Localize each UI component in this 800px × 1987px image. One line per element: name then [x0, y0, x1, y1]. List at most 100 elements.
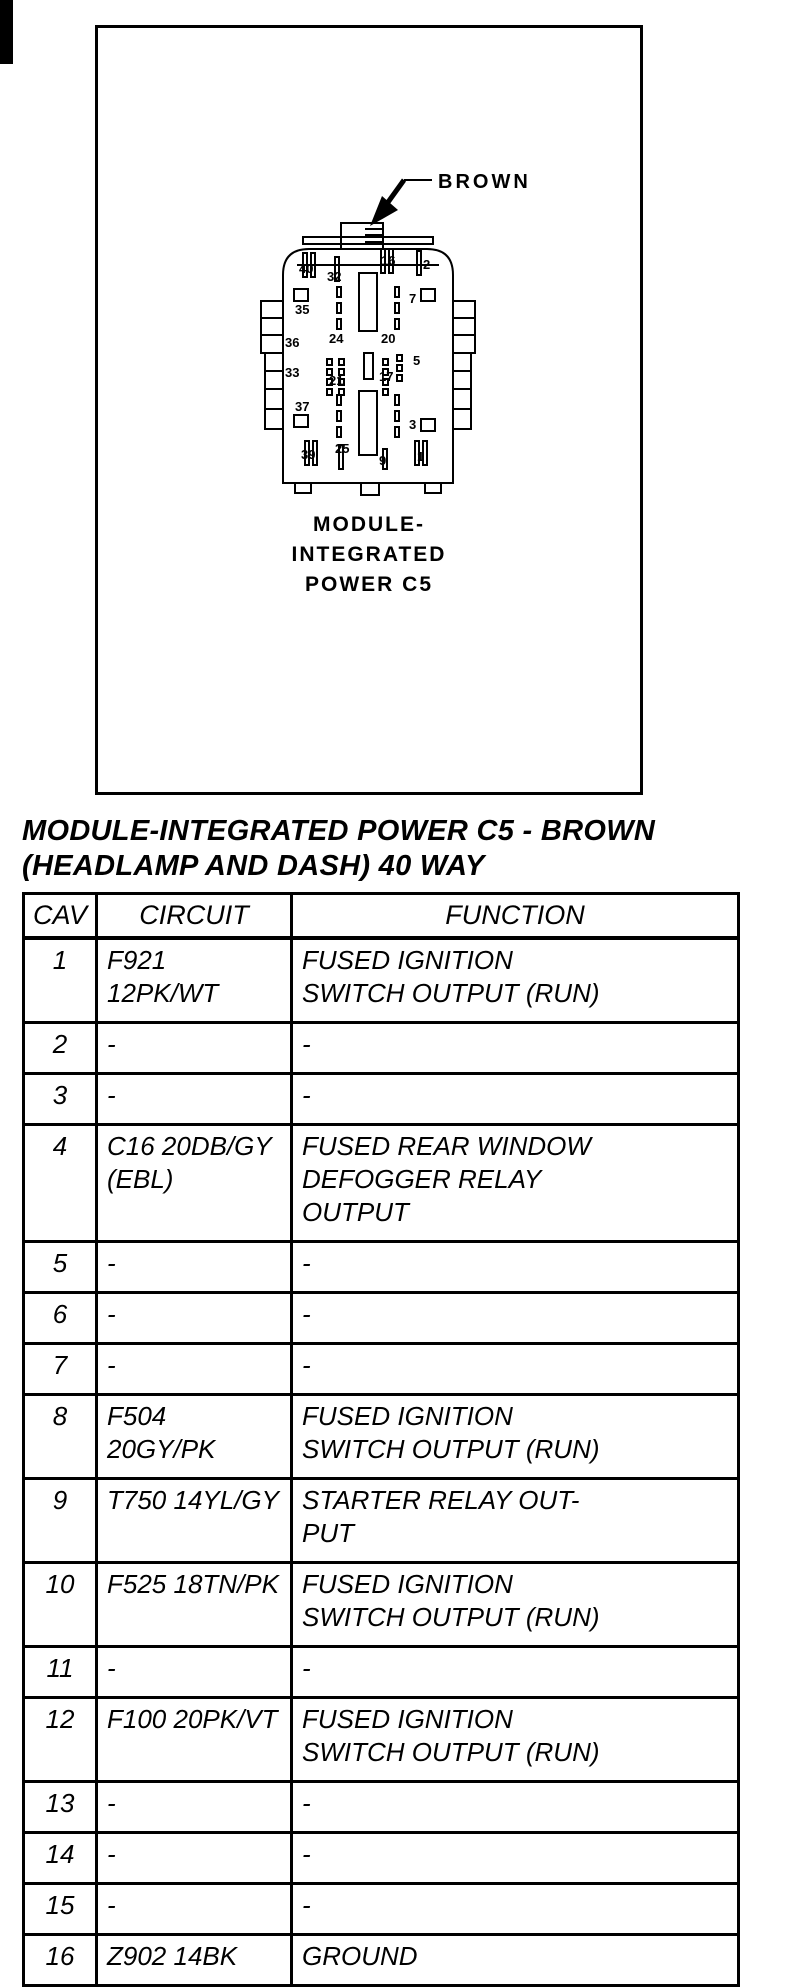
pin-label: 7	[409, 291, 416, 306]
cell-cav: 3	[22, 1072, 98, 1126]
cell-function: FUSED IGNITION SWITCH OUTPUT (RUN)	[290, 936, 740, 1024]
table-row: 14--	[22, 1831, 740, 1885]
cell-cav: 12	[22, 1696, 98, 1783]
cell-circuit: -	[95, 1780, 293, 1834]
table-header-row: CAV CIRCUIT FUNCTION	[22, 892, 740, 940]
pin-label: 32	[327, 269, 341, 284]
cell-cav: 16	[22, 1933, 98, 1987]
cell-circuit: -	[95, 1645, 293, 1699]
cell-circuit: -	[95, 1072, 293, 1126]
pin-label: 33	[285, 365, 299, 380]
pin-labels: 40 32 16 2 35 7 36 24 20 33 21 17 5 37 3…	[285, 253, 430, 468]
cell-cav: 5	[22, 1240, 98, 1294]
connector-caption-line: INTEGRATED	[291, 543, 447, 566]
cell-cav: 4	[22, 1123, 98, 1243]
connector-diagram: BROWN	[260, 171, 531, 496]
wire-color-label: BROWN	[438, 171, 531, 193]
column-header-circuit: CIRCUIT	[95, 892, 293, 940]
cell-cav: 8	[22, 1393, 98, 1480]
table-row: 13--	[22, 1780, 740, 1834]
table-row: 11--	[22, 1645, 740, 1699]
column-header-cav: CAV	[22, 892, 98, 940]
cell-cav: 1	[22, 936, 98, 1024]
cell-function: GROUND	[290, 1933, 740, 1987]
cell-circuit: -	[95, 1021, 293, 1075]
connector-figure-box: BROWN	[95, 25, 643, 795]
pin-label: 35	[295, 302, 309, 317]
pin-label: 36	[285, 335, 299, 350]
pin-slots	[302, 248, 428, 470]
cell-circuit: -	[95, 1831, 293, 1885]
cell-cav: 13	[22, 1780, 98, 1834]
cell-cav: 10	[22, 1561, 98, 1648]
cell-function: -	[290, 1780, 740, 1834]
table-row: 5--	[22, 1240, 740, 1294]
cell-cav: 14	[22, 1831, 98, 1885]
table-row: 2--	[22, 1021, 740, 1075]
cell-function: -	[290, 1882, 740, 1936]
pin-label: 16	[381, 253, 395, 268]
cell-function: -	[290, 1831, 740, 1885]
pin-label: 21	[329, 373, 343, 388]
pin-label: 9	[379, 453, 386, 468]
top-rail	[302, 236, 434, 245]
cell-circuit: -	[95, 1291, 293, 1345]
cell-function: -	[290, 1021, 740, 1075]
pin-label: 39	[301, 447, 315, 462]
table-row: 6--	[22, 1291, 740, 1345]
pin-label: 3	[409, 417, 416, 432]
cell-function: -	[290, 1072, 740, 1126]
cell-cav: 7	[22, 1342, 98, 1396]
right-ear	[452, 300, 476, 430]
cell-circuit: F504 20GY/PK	[95, 1393, 293, 1480]
pin-label: 1	[417, 449, 424, 464]
connector-caption: MODULE- INTEGRATED POWER C5	[98, 510, 640, 600]
connector-caption-line: POWER C5	[304, 573, 433, 596]
page-title: MODULE-INTEGRATED POWER C5 - BROWN (HEAD…	[22, 814, 782, 884]
connector-body: 40 32 16 2 35 7 36 24 20 33 21 17 5 37 3…	[260, 222, 476, 496]
cell-circuit: -	[95, 1342, 293, 1396]
cell-function: -	[290, 1342, 740, 1396]
cell-cav: 6	[22, 1291, 98, 1345]
cell-function: -	[290, 1645, 740, 1699]
cell-cav: 2	[22, 1021, 98, 1075]
connector-caption-line: MODULE-	[313, 513, 425, 536]
table-row: 3--	[22, 1072, 740, 1126]
pin-label: 2	[423, 257, 430, 272]
cell-circuit: -	[95, 1882, 293, 1936]
callout-arrow	[370, 178, 432, 226]
scan-artifact	[0, 0, 13, 64]
cell-function: FUSED IGNITION SWITCH OUTPUT (RUN)	[290, 1696, 740, 1783]
cell-cav: 9	[22, 1477, 98, 1564]
cell-circuit: F100 20PK/VT	[95, 1696, 293, 1783]
pin-label: 20	[381, 331, 395, 346]
cell-function: FUSED REAR WINDOW DEFOGGER RELAY OUTPUT	[290, 1123, 740, 1243]
cell-cav: 15	[22, 1882, 98, 1936]
pin-label: 37	[295, 399, 309, 414]
cell-circuit: F921 12PK/WT	[95, 936, 293, 1024]
cell-cav: 11	[22, 1645, 98, 1699]
pin-label: 24	[329, 331, 344, 346]
cell-function: STARTER RELAY OUT- PUT	[290, 1477, 740, 1564]
cell-function: -	[290, 1291, 740, 1345]
column-header-function: FUNCTION	[290, 892, 740, 940]
cell-circuit: T750 14YL/GY	[95, 1477, 293, 1564]
cell-circuit: F525 18TN/PK	[95, 1561, 293, 1648]
cell-function: -	[290, 1240, 740, 1294]
table-row: 15--	[22, 1882, 740, 1936]
pin-label: 17	[379, 369, 393, 384]
cell-function: FUSED IGNITION SWITCH OUTPUT (RUN)	[290, 1561, 740, 1648]
page-title-line2: (HEADLAMP AND DASH) 40 WAY	[22, 850, 485, 882]
pin-label: 5	[413, 353, 420, 368]
cell-circuit: Z902 14BK	[95, 1933, 293, 1987]
